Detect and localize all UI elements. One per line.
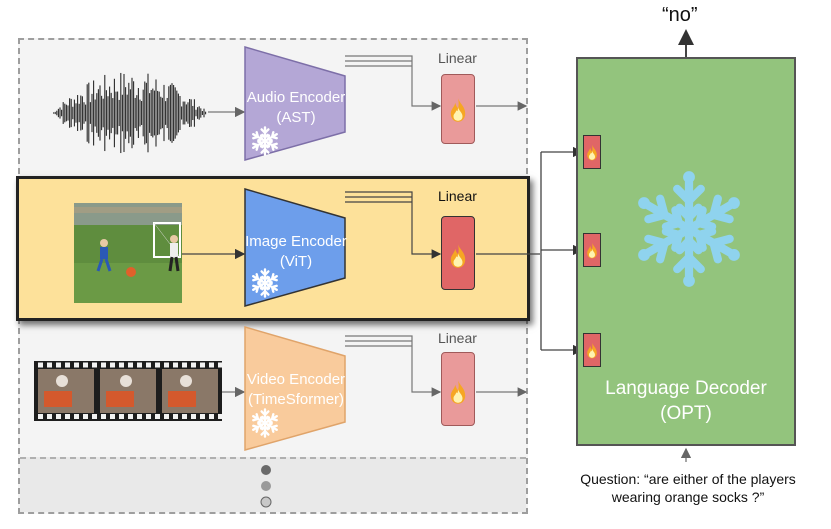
flame-icon [586,242,598,264]
snowflake-icon [248,266,282,305]
image-encoder-taps [345,191,442,259]
snowflake-icon [630,170,748,293]
audio-encoder-shape [244,46,346,161]
video-encoder-label: Video Encoder (TimeSformer) [244,370,348,410]
video-encoder-taps [345,335,442,397]
question-line-1: Question: “are either of the players [580,471,796,487]
visual-token-box [583,233,601,267]
answer-output: “no” [662,4,698,26]
more-encoders-panel [20,457,526,512]
audio-encoder-name: Audio Encoder [246,89,346,106]
flame-icon [586,144,598,166]
snowflake-icon [248,124,282,163]
video-linear-layer [441,352,475,426]
image-linear-layer [441,216,475,290]
question-line-2: wearing orange socks ?” [611,489,765,505]
audio-linear-label: Linear [438,50,477,66]
flame-icon [449,97,467,128]
image-encoder-label: Image Encoder (ViT) [244,232,348,272]
flame-icon [449,243,467,274]
audio-encoder-label: Audio Encoder (AST) [244,88,348,128]
video-linear-label: Linear [438,330,477,346]
visual-token-box [583,135,601,169]
image-encoder-name: Image Encoder [245,233,347,250]
decoder-label: Language Decoder (OPT) [576,376,796,426]
video-encoder-name: Video Encoder [246,371,346,388]
video-encoder-model: (TimeSformer) [247,391,345,408]
decoder-name: Language Decoder [605,378,767,399]
audio-linear-layer [441,74,475,144]
audio-encoder-taps [345,55,442,111]
question-text: Question: “are either of the players wea… [560,470,816,506]
image-encoder-shape [244,188,346,307]
flame-icon [449,379,467,410]
decoder-model: (OPT) [660,403,712,424]
image-linear-label: Linear [438,188,477,204]
audio-waveform-icon [53,72,207,154]
snowflake-icon [248,406,282,445]
ellipsis-dots-icon [260,465,272,508]
visual-token-box [583,333,601,367]
video-filmstrip-icon [34,361,222,421]
soccer-photo [74,203,182,303]
audio-encoder-model: (AST) [276,109,316,126]
image-encoder-model: (ViT) [279,253,313,270]
flame-icon [586,342,598,364]
